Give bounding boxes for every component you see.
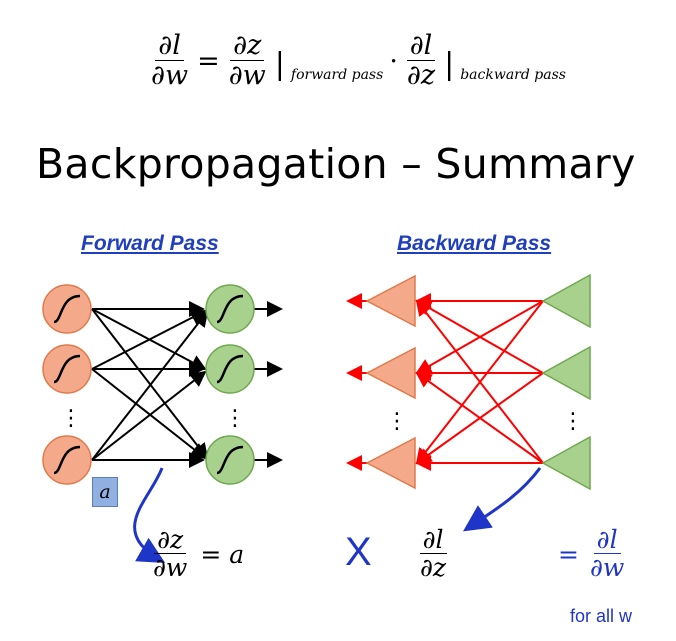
forward-edge	[91, 308, 209, 460]
backward-edge	[415, 300, 544, 374]
dl-dz-fraction: ∂l ∂z	[417, 526, 449, 583]
backward-edge	[415, 371, 544, 464]
forward-term-numerator: ∂z	[230, 31, 265, 62]
backward-node-orange	[365, 274, 416, 328]
backward-node-green	[541, 273, 591, 329]
backward-edge	[415, 299, 544, 464]
sigmoid-neuron-green	[205, 344, 255, 394]
lhs-numerator: ∂l	[155, 31, 184, 62]
forward-edge	[91, 370, 207, 461]
forward-edge	[91, 368, 207, 460]
multiply-symbol: X	[345, 530, 372, 574]
dz-dw-fraction: ∂z ∂w	[150, 526, 190, 583]
sigmoid-neuron-orange	[42, 435, 92, 485]
backward-node-green	[541, 435, 591, 491]
backward-derivative-arrow	[463, 467, 542, 532]
dl-dw-equals: =	[558, 539, 579, 569]
backward-output-layer	[541, 273, 591, 491]
dz-dw-equation: ∂z ∂w = a	[150, 526, 245, 583]
dl-dw-denominator: ∂w	[589, 553, 625, 583]
forward-term-denominator: ∂w	[228, 60, 266, 92]
evaluation-bar: |	[274, 46, 285, 82]
backward-pass-header: Backward Pass	[397, 232, 552, 255]
dl-dw-numerator: ∂l	[593, 526, 621, 555]
dl-dz-equation: ∂l ∂z	[417, 526, 449, 583]
for-all-w-note: for all w	[570, 606, 633, 626]
activation-label-box: a	[92, 477, 118, 507]
forward-derivative-arrow	[133, 467, 166, 564]
equals-sign: =	[197, 46, 220, 78]
forward-edge	[91, 310, 207, 370]
backward-term-denominator: ∂z	[406, 60, 436, 92]
sigmoid-neuron-orange	[42, 344, 92, 394]
backward-left-ellipsis: ⋮	[386, 409, 408, 434]
evaluation-bar: |	[444, 46, 455, 82]
forward-term-fraction: ∂z ∂w	[226, 31, 269, 92]
backward-pass-subscript: backward pass	[460, 67, 566, 84]
forward-pass-header: Forward Pass	[81, 232, 219, 255]
dz-dw-value: = a	[200, 539, 245, 569]
dl-dz-numerator: ∂l	[419, 526, 447, 555]
top-equation: ∂l ∂w = ∂z ∂w | forward pass · ∂l ∂z | b…	[148, 31, 566, 92]
sigmoid-neuron-green	[205, 284, 255, 334]
backward-connections	[346, 293, 544, 471]
sigmoid-neuron-green	[205, 435, 255, 485]
backward-node-orange	[365, 436, 416, 490]
backward-node-orange	[365, 346, 416, 400]
forward-output-layer	[205, 284, 255, 485]
forward-edge	[91, 310, 209, 461]
sigmoid-neuron-orange	[42, 284, 92, 334]
multiply-dot: ·	[389, 46, 398, 78]
dl-dz-denominator: ∂z	[420, 553, 447, 583]
backward-term-fraction: ∂l ∂z	[404, 31, 438, 92]
dl-dw-fraction: ∂l ∂w	[587, 526, 627, 583]
backward-right-ellipsis: ⋮	[562, 409, 584, 434]
dz-dw-numerator: ∂z	[154, 526, 187, 555]
backward-term-numerator: ∂l	[406, 31, 436, 62]
lhs-denominator: ∂w	[151, 60, 189, 92]
forward-left-ellipsis: ⋮	[60, 406, 82, 431]
slide-title: Backpropagation – Summary	[36, 140, 636, 188]
dz-dw-denominator: ∂w	[153, 553, 188, 583]
forward-pass-subscript: forward pass	[290, 67, 384, 84]
dl-dw-equation: = ∂l ∂w	[558, 526, 627, 583]
backward-input-layer	[365, 274, 416, 490]
forward-connections	[91, 301, 283, 468]
forward-input-layer	[42, 284, 92, 485]
backward-node-green	[541, 345, 591, 401]
lhs-fraction: ∂l ∂w	[148, 31, 191, 92]
forward-right-ellipsis: ⋮	[224, 406, 246, 431]
